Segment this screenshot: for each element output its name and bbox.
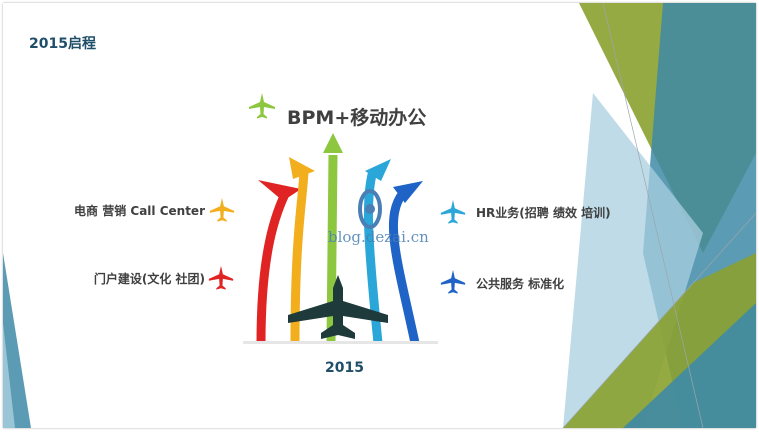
arrow-fan-graphic [243, 133, 438, 344]
decorative-shapes [3, 3, 756, 428]
slide-title: 2015启程 [29, 36, 96, 52]
cyan-plane-icon [440, 199, 466, 224]
right-item-label: 公共服务 标准化 [476, 277, 565, 291]
left-item-label: 电商 营销 Call Center [74, 204, 205, 218]
headline: BPM+移动办公 [287, 107, 427, 129]
blue-plane-icon [440, 269, 466, 294]
right-item-label: HR业务(招聘 绩效 培训) [476, 206, 611, 220]
left-item-label: 门户建设(文化 社团) [93, 272, 205, 286]
watermark-logo-icon [358, 189, 382, 229]
orange-plane-icon [209, 197, 235, 222]
slide: 2015启程 BPM+移动办公 blog.dezai.cn 电商 营销 Call… [3, 3, 756, 428]
watermark-text: blog.dezai.cn [328, 228, 429, 246]
year-label: 2015 [325, 360, 364, 376]
headline-plane-icon [249, 93, 275, 119]
red-plane-icon [208, 265, 234, 290]
